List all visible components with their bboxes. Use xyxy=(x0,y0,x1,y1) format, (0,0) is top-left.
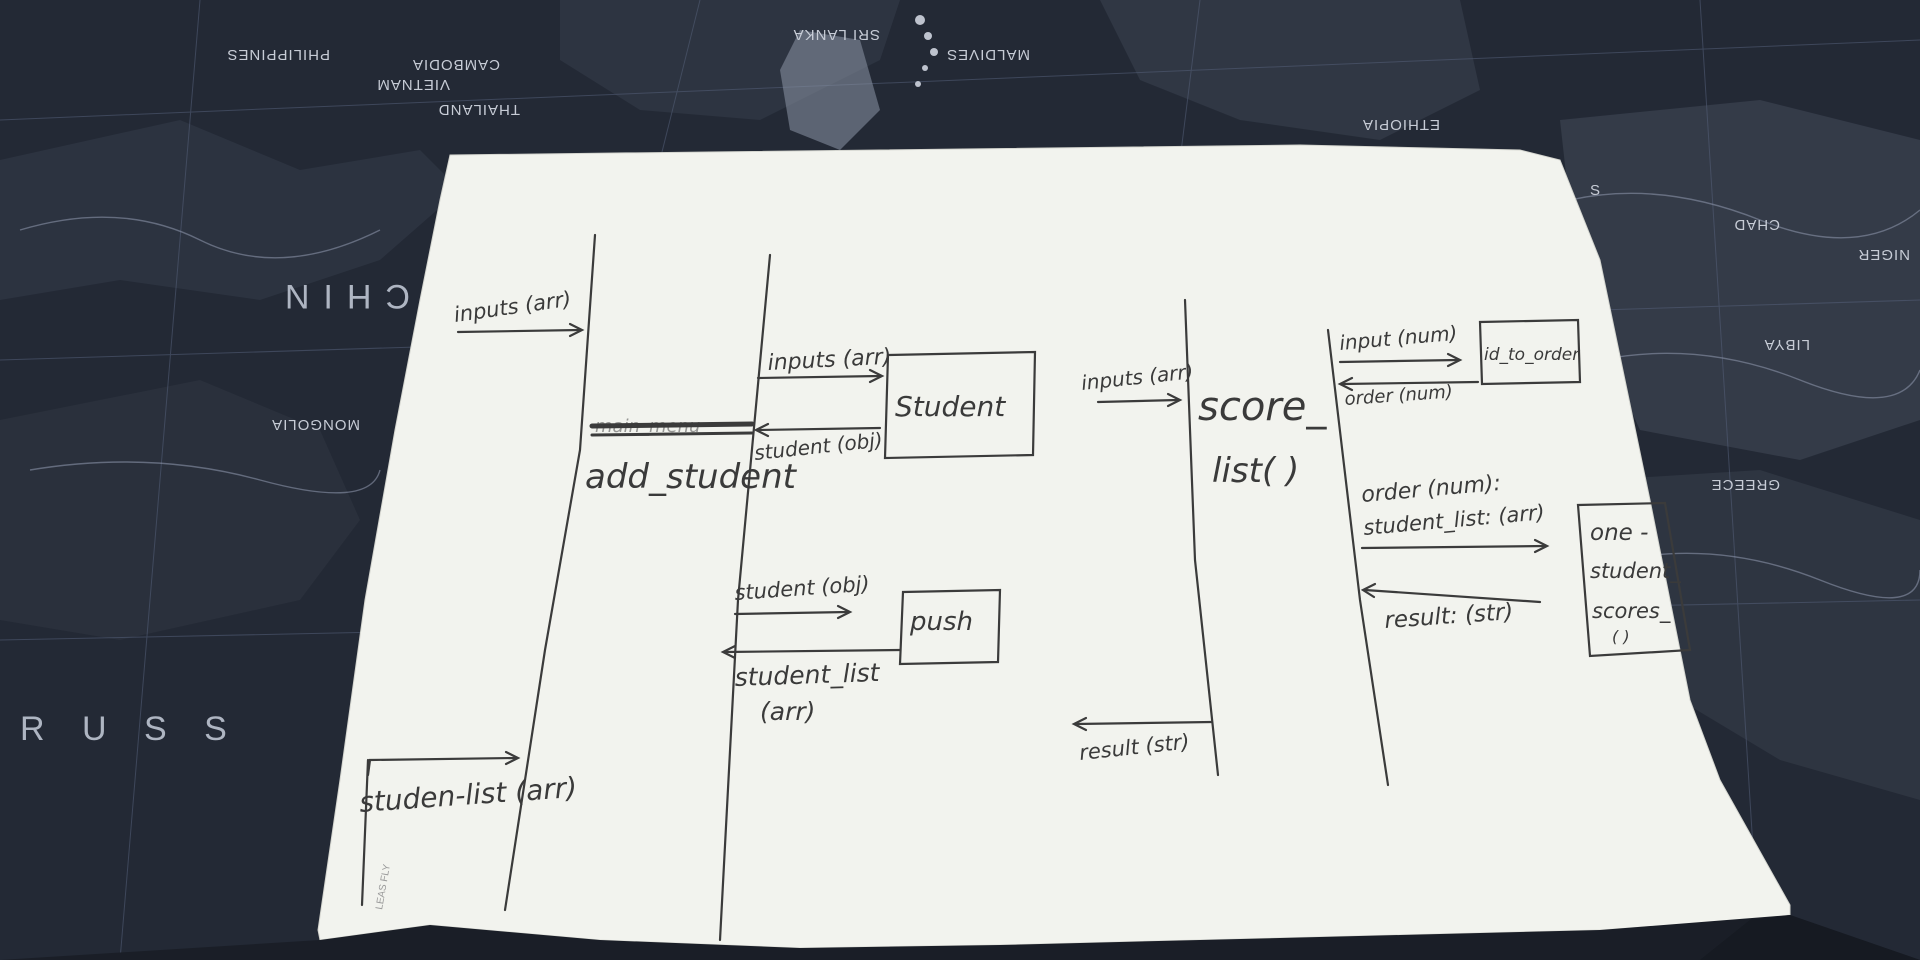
box-id-to-order xyxy=(1478,318,1582,386)
label-score-list-2: list( ) xyxy=(1212,451,1299,491)
lifeline-id-to-order xyxy=(1326,328,1390,787)
box-student xyxy=(883,350,1037,460)
map-label-mongolia: MONGOLIA xyxy=(271,416,360,433)
label-box-push: push xyxy=(909,607,973,637)
label-box-student: Student xyxy=(895,390,1006,423)
map-label-china: CHIN xyxy=(271,277,410,315)
arrow-score-list-inputs xyxy=(1096,398,1180,404)
label-box-id-to-order: id_to_order xyxy=(1484,345,1580,365)
note-list-return: student_list xyxy=(734,658,881,692)
note-list-return-type: (arr) xyxy=(760,697,815,726)
map-label-niger: NIGER xyxy=(1857,246,1910,263)
arrow-caller-input xyxy=(456,328,582,334)
paper-body xyxy=(317,144,1791,949)
label-box-one-student-2: student_ xyxy=(1590,559,1681,584)
label-score-list-1: score_ xyxy=(1198,384,1327,430)
arrow-add-student-inputs xyxy=(756,374,882,380)
diagram-ink xyxy=(360,233,1692,942)
arrow-student-return xyxy=(756,426,882,432)
lifeline-score-list xyxy=(1183,298,1220,777)
label-box-one-student-4: ( ) xyxy=(1612,627,1630,646)
lifeline-add-student xyxy=(718,253,772,942)
label-box-one-student-1: one - xyxy=(1590,520,1648,546)
map-label-libya: LIBYA xyxy=(1764,336,1810,353)
map-label-greece: GREECE xyxy=(1711,476,1780,493)
paper-sheet xyxy=(0,144,1920,960)
arrow-one-student-args xyxy=(1360,544,1547,550)
map-label-s: S xyxy=(1590,182,1601,199)
arrow-score-list-result xyxy=(1074,720,1214,726)
arrow-id-input xyxy=(1338,358,1460,364)
box-push xyxy=(898,588,1002,666)
map-label-russia: R U S S xyxy=(20,710,241,748)
label-add-student: add_student xyxy=(585,457,798,497)
map-label-cambodia: CAMBODIA xyxy=(412,56,500,73)
label-struck-main-menu: main_menu xyxy=(595,416,700,437)
map-label-ethiopia: ETHIOPIA xyxy=(1362,116,1440,133)
arrow-list-return xyxy=(723,648,902,654)
map-label-philippines: PHILIPPINES xyxy=(226,46,330,63)
label-box-one-student-3: scores_ xyxy=(1592,599,1671,624)
map-label-thailand: THAILAND xyxy=(438,101,520,118)
arrow-one-student-result xyxy=(1363,588,1542,604)
map-label-maldives: MALDIVES xyxy=(946,46,1030,63)
map-label-vietnam: VIETNAM xyxy=(376,76,450,93)
box-one-student-scores xyxy=(1576,501,1692,658)
arrow-order-return xyxy=(1340,380,1480,386)
map-label-chad: CHAD xyxy=(1733,216,1780,233)
lifeline-caller xyxy=(503,233,597,912)
map-label-sri-lanka: SRI LANKA xyxy=(793,26,880,43)
arrow-student-push xyxy=(733,610,850,616)
